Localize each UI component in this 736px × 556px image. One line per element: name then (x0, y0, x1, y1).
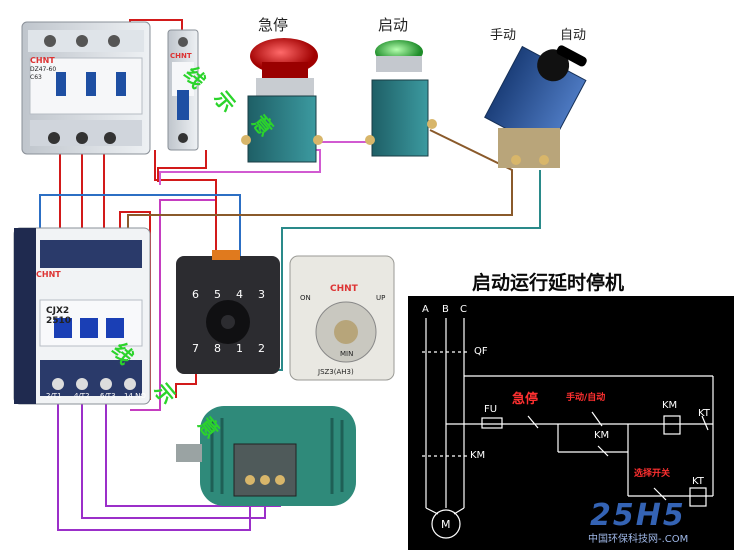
estop-schem-label: 急停 (512, 392, 539, 407)
magenta-wire (130, 199, 215, 411)
start-button[interactable] (365, 40, 437, 157)
relay-base (176, 250, 280, 374)
manual-auto-label: 手动/自动 (566, 393, 606, 403)
timer-brand: CHNT (330, 284, 358, 294)
phase-b: B (442, 304, 449, 315)
breaker3p-brand: CHNT (30, 56, 55, 65)
breaker-3p (21, 21, 151, 155)
estop-label: 急停 (258, 16, 289, 34)
timer-relay (289, 255, 395, 381)
start-label: 启动 (378, 16, 409, 34)
relay-pin-8: 8 (214, 342, 221, 355)
selector-label: 选择开关 (634, 469, 671, 479)
phase-a: A (422, 304, 429, 315)
contactor-brand: CHNT (36, 270, 61, 279)
km-main-label: KM (470, 450, 486, 461)
breaker1p-brand: CHNT (170, 52, 192, 60)
schematic-panel: A B C QF FU 急停 手动/自动 KM KT KM KM 选择开关 KT… (408, 296, 734, 550)
blue-wire (39, 194, 241, 262)
watermark-site: 中国环保科技网-.COM (588, 534, 689, 545)
relay-pin-5: 5 (214, 288, 221, 301)
fu-label: FU (484, 404, 498, 415)
red-wire-feed (154, 150, 217, 260)
diagram-title: 启动运行延时停机 (472, 272, 625, 294)
breaker3p-model: DZ47-60 (30, 66, 57, 73)
contactor-t3: 6/T3 (100, 392, 116, 400)
phase-c: C (460, 304, 467, 315)
km-coil-label: KM (662, 400, 678, 411)
timer-on: ON (300, 294, 311, 302)
motor-label: M (441, 518, 451, 531)
contactor-model: CJX2 (46, 306, 70, 316)
relay-pin-6: 6 (192, 288, 199, 301)
watermark-logo: 25H5 (590, 498, 686, 533)
contactor-t1: 2/T1 (46, 392, 62, 400)
contactor-14no: 14 NO (124, 392, 146, 400)
brown-wire (127, 129, 513, 240)
manual-label: 手动 (490, 28, 517, 43)
contactor-t2: 4/T2 (74, 392, 90, 400)
relay-pin-7: 7 (192, 342, 199, 355)
relay-pin-3: 3 (258, 288, 265, 301)
timer-model: JSZ3(AH3) (318, 368, 354, 376)
timer-unit: MIN (340, 350, 354, 358)
breaker3p-rating: C63 (30, 74, 42, 81)
schematic-lines (422, 318, 714, 539)
red-wire-feed2 (157, 150, 207, 182)
contactor-code: 2510 (46, 316, 72, 326)
selector-switch[interactable] (484, 29, 596, 168)
kt-coil-label: KT (692, 476, 704, 487)
relay-pin-4: 4 (236, 288, 243, 301)
kt-contact-label: KT (698, 408, 710, 419)
timer-up: UP (376, 294, 386, 302)
breaker-1p (167, 29, 199, 151)
km-hold-label: KM (594, 430, 610, 441)
relay-pin-1: 1 (236, 342, 243, 355)
motor (176, 406, 356, 506)
contactor (13, 227, 151, 405)
qf-label: QF (474, 346, 488, 357)
auto-label: 自动 (560, 28, 587, 43)
estop-button[interactable] (241, 38, 323, 163)
relay-pin-2: 2 (258, 342, 265, 355)
purple-wire-1 (57, 395, 251, 531)
